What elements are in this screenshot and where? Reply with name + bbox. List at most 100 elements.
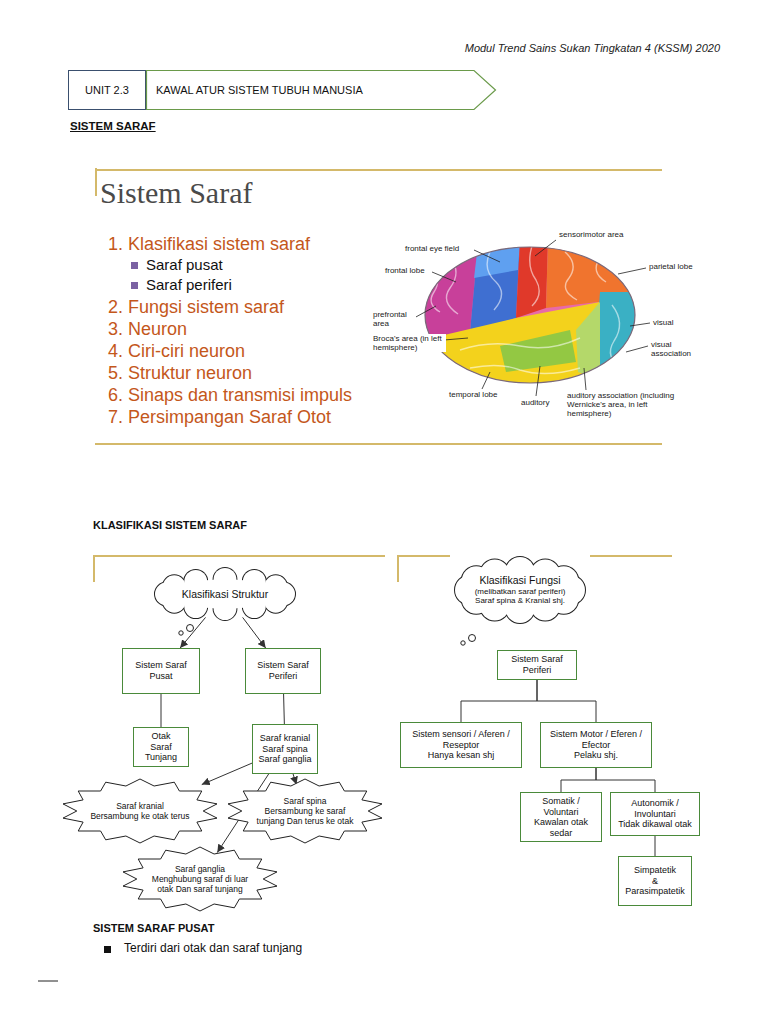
frontal-eye-field-region — [474, 240, 520, 278]
node-content: Klasifikasi Struktur — [155, 577, 295, 610]
connector — [461, 680, 537, 722]
node-content: Saraf kranialBersambung ke otak terus — [60, 788, 220, 834]
node-content: Saraf gangliaMenghubung saraf di luar ot… — [120, 851, 280, 907]
running-header: Modul Trend Sains Sukan Tingkatan 4 (KSS… — [400, 42, 720, 55]
list-item: 3. Neuron — [108, 319, 308, 340]
list-item: 5. Struktur neuron — [108, 363, 348, 384]
gyrus — [596, 258, 606, 282]
node-text: Saraf ganglia — [147, 864, 253, 874]
cloud-body — [166, 579, 283, 608]
cloud-lobes — [455, 557, 585, 623]
gyrus — [565, 252, 577, 300]
bullet-text: Terdiri dari otak dan saraf tunjang — [124, 942, 444, 956]
panel-rule — [590, 555, 672, 557]
thought-bubble — [179, 631, 183, 635]
gyrus — [470, 365, 580, 373]
temporal-region — [440, 302, 600, 400]
slide-title: Sistem Saraf — [100, 176, 360, 211]
gyrus — [530, 246, 539, 306]
auditory-region — [500, 330, 576, 372]
gyrus — [460, 338, 580, 350]
node-content: Sistem Saraf Pusat — [126, 660, 196, 681]
cloud-fill — [455, 557, 585, 623]
node-text: Saraf kranial — [87, 801, 193, 811]
brain-illustration — [420, 240, 650, 400]
process-box: Sistem Saraf Periferi — [497, 650, 577, 680]
node-content: KAWAL ATUR SISTEM TUBUH MANUSIA — [146, 81, 496, 100]
leader-line — [474, 250, 500, 262]
footer-rule — [38, 981, 58, 982]
node-content: OtakSaraf Tunjang — [137, 731, 185, 763]
node-text: Bersambung ke saraf tunjang Dan terus ke… — [252, 806, 358, 826]
slide-rule — [95, 443, 662, 445]
node-text: Parasimpatetik — [622, 886, 688, 897]
starburst-outline — [123, 847, 277, 911]
node-text: Otak — [137, 731, 185, 742]
node-text: Hanya kesan shj — [404, 750, 518, 761]
connector — [596, 768, 655, 792]
unit-title-arrow: KAWAL ATUR SISTEM TUBUH MANUSIA — [146, 70, 496, 110]
thought-bubble — [461, 641, 465, 645]
brain-label: temporal lobe — [448, 390, 498, 399]
brain-label: auditory — [520, 398, 550, 407]
node-content: Autonomik / InvoluntariTidak dikawal ota… — [614, 798, 696, 830]
leader-line — [584, 368, 586, 390]
node-text: Bersambung ke otak terus — [87, 811, 193, 821]
list-item: 7. Persimpangan Saraf Otot — [108, 407, 408, 428]
node-text: Klasifikasi Fungsi — [473, 574, 567, 586]
starburst: Saraf kranialBersambung ke otak terus — [60, 778, 220, 844]
page-heading: SISTEM SARAF — [70, 120, 156, 132]
connector — [243, 617, 266, 648]
node-text: Klasifikasi Struktur — [175, 588, 276, 600]
node-content: Sistem Motor / Eferen / EfectorPelaku sh… — [544, 729, 648, 761]
process-box: Sistem Motor / Eferen / EfectorPelaku sh… — [540, 722, 652, 768]
cloud-body — [470, 572, 571, 609]
process-box: OtakSaraf Tunjang — [133, 727, 189, 767]
node-content: Sistem Saraf Periferi — [501, 654, 573, 675]
process-box: Simpatetik&Parasimpatetik — [618, 856, 692, 906]
node-text: Sistem Saraf Pusat — [126, 660, 196, 681]
process-box: Sistem sensori / Aferen / ReseptorHanya … — [400, 722, 522, 768]
node-text: Autonomik / Involuntari — [614, 798, 696, 819]
starburst-outline — [63, 779, 217, 843]
leader-line — [414, 306, 436, 318]
panel-rule — [397, 555, 450, 557]
process-box: Sistem Saraf Periferi — [245, 648, 321, 694]
leader-lines — [414, 240, 650, 396]
brain-label: frontal lobe — [384, 266, 426, 275]
connector — [283, 694, 285, 724]
list-subitem: Saraf periferi — [146, 276, 346, 293]
list-bullet — [104, 946, 111, 953]
leader-line — [536, 366, 540, 396]
unit-box: UNIT 2.3 — [68, 70, 146, 110]
node-text: Sistem Saraf Periferi — [501, 654, 573, 675]
panel-rule — [93, 555, 95, 582]
thought-cloud: Klasifikasi Fungsi(melibatkan saraf peri… — [455, 557, 585, 623]
node-text: Tidak dikawal otak — [614, 819, 696, 830]
list-item: 1. Klasifikasi sistem saraf — [108, 234, 408, 255]
node-text: Somatik / Voluntari — [524, 796, 598, 817]
frontal-region — [470, 240, 520, 332]
gyrus — [610, 305, 622, 369]
starburst-outline — [228, 779, 382, 843]
node-text: Pelaku shj. — [544, 750, 648, 761]
connector — [655, 836, 656, 856]
leader-line — [626, 346, 648, 352]
cloud-lobes — [155, 568, 295, 620]
node-text: Sistem Motor / Eferen / Efector — [544, 729, 648, 750]
leader-line — [444, 338, 468, 340]
section-heading: KLASIFIKASI SISTEM SARAF — [93, 519, 393, 532]
thought-bubbles — [179, 625, 476, 646]
gyrus — [487, 252, 501, 310]
process-box: Sistem Saraf Pusat — [122, 648, 200, 694]
list-bullet — [131, 282, 138, 289]
list-subitem: Saraf pusat — [146, 256, 346, 273]
panel-rule — [93, 555, 385, 557]
list-item: 4. Ciri-ciri neuron — [108, 341, 348, 362]
sensorimotor-region — [516, 240, 548, 318]
node-text: Sistem sensori / Aferen / Reseptor — [404, 729, 518, 750]
process-box: Saraf kranialSaraf spinaSaraf ganglia — [252, 724, 318, 774]
list-item: 2. Fungsi sistem saraf — [108, 297, 408, 318]
connector — [537, 680, 596, 722]
node-text: KAWAL ATUR SISTEM TUBUH MANUSIA — [156, 84, 470, 97]
